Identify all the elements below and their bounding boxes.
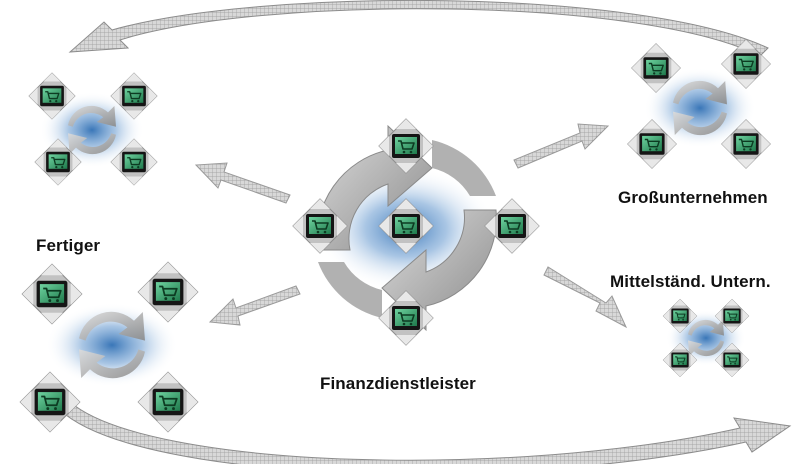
node-center — [292, 118, 540, 346]
label-finanzdienstleister: Finanzdienstleister — [320, 374, 476, 393]
arrow-to-bottom-left — [208, 285, 301, 326]
node-top-left — [28, 72, 158, 186]
bottom-flow-arrow — [59, 401, 792, 464]
node-bottom-right — [662, 298, 750, 378]
label-grossunternehmen: Großunternehmen — [618, 188, 768, 207]
arrow-to-bottom-right — [543, 266, 628, 329]
arrow-to-top-right — [513, 123, 610, 169]
shopping-cart-terminal-icon — [484, 198, 540, 254]
shopping-cart-terminal-icon — [137, 371, 199, 433]
arrow-to-top-left — [194, 162, 291, 204]
shopping-cart-terminal-icon — [19, 371, 81, 433]
label-fertiger: Fertiger — [36, 236, 101, 255]
node-top-right — [626, 38, 772, 170]
label-mittelstaendische-unternehmen: Mittelständ. Untern. — [610, 272, 771, 291]
top-flow-arrow — [68, 0, 769, 57]
node-bottom-left — [19, 261, 199, 433]
